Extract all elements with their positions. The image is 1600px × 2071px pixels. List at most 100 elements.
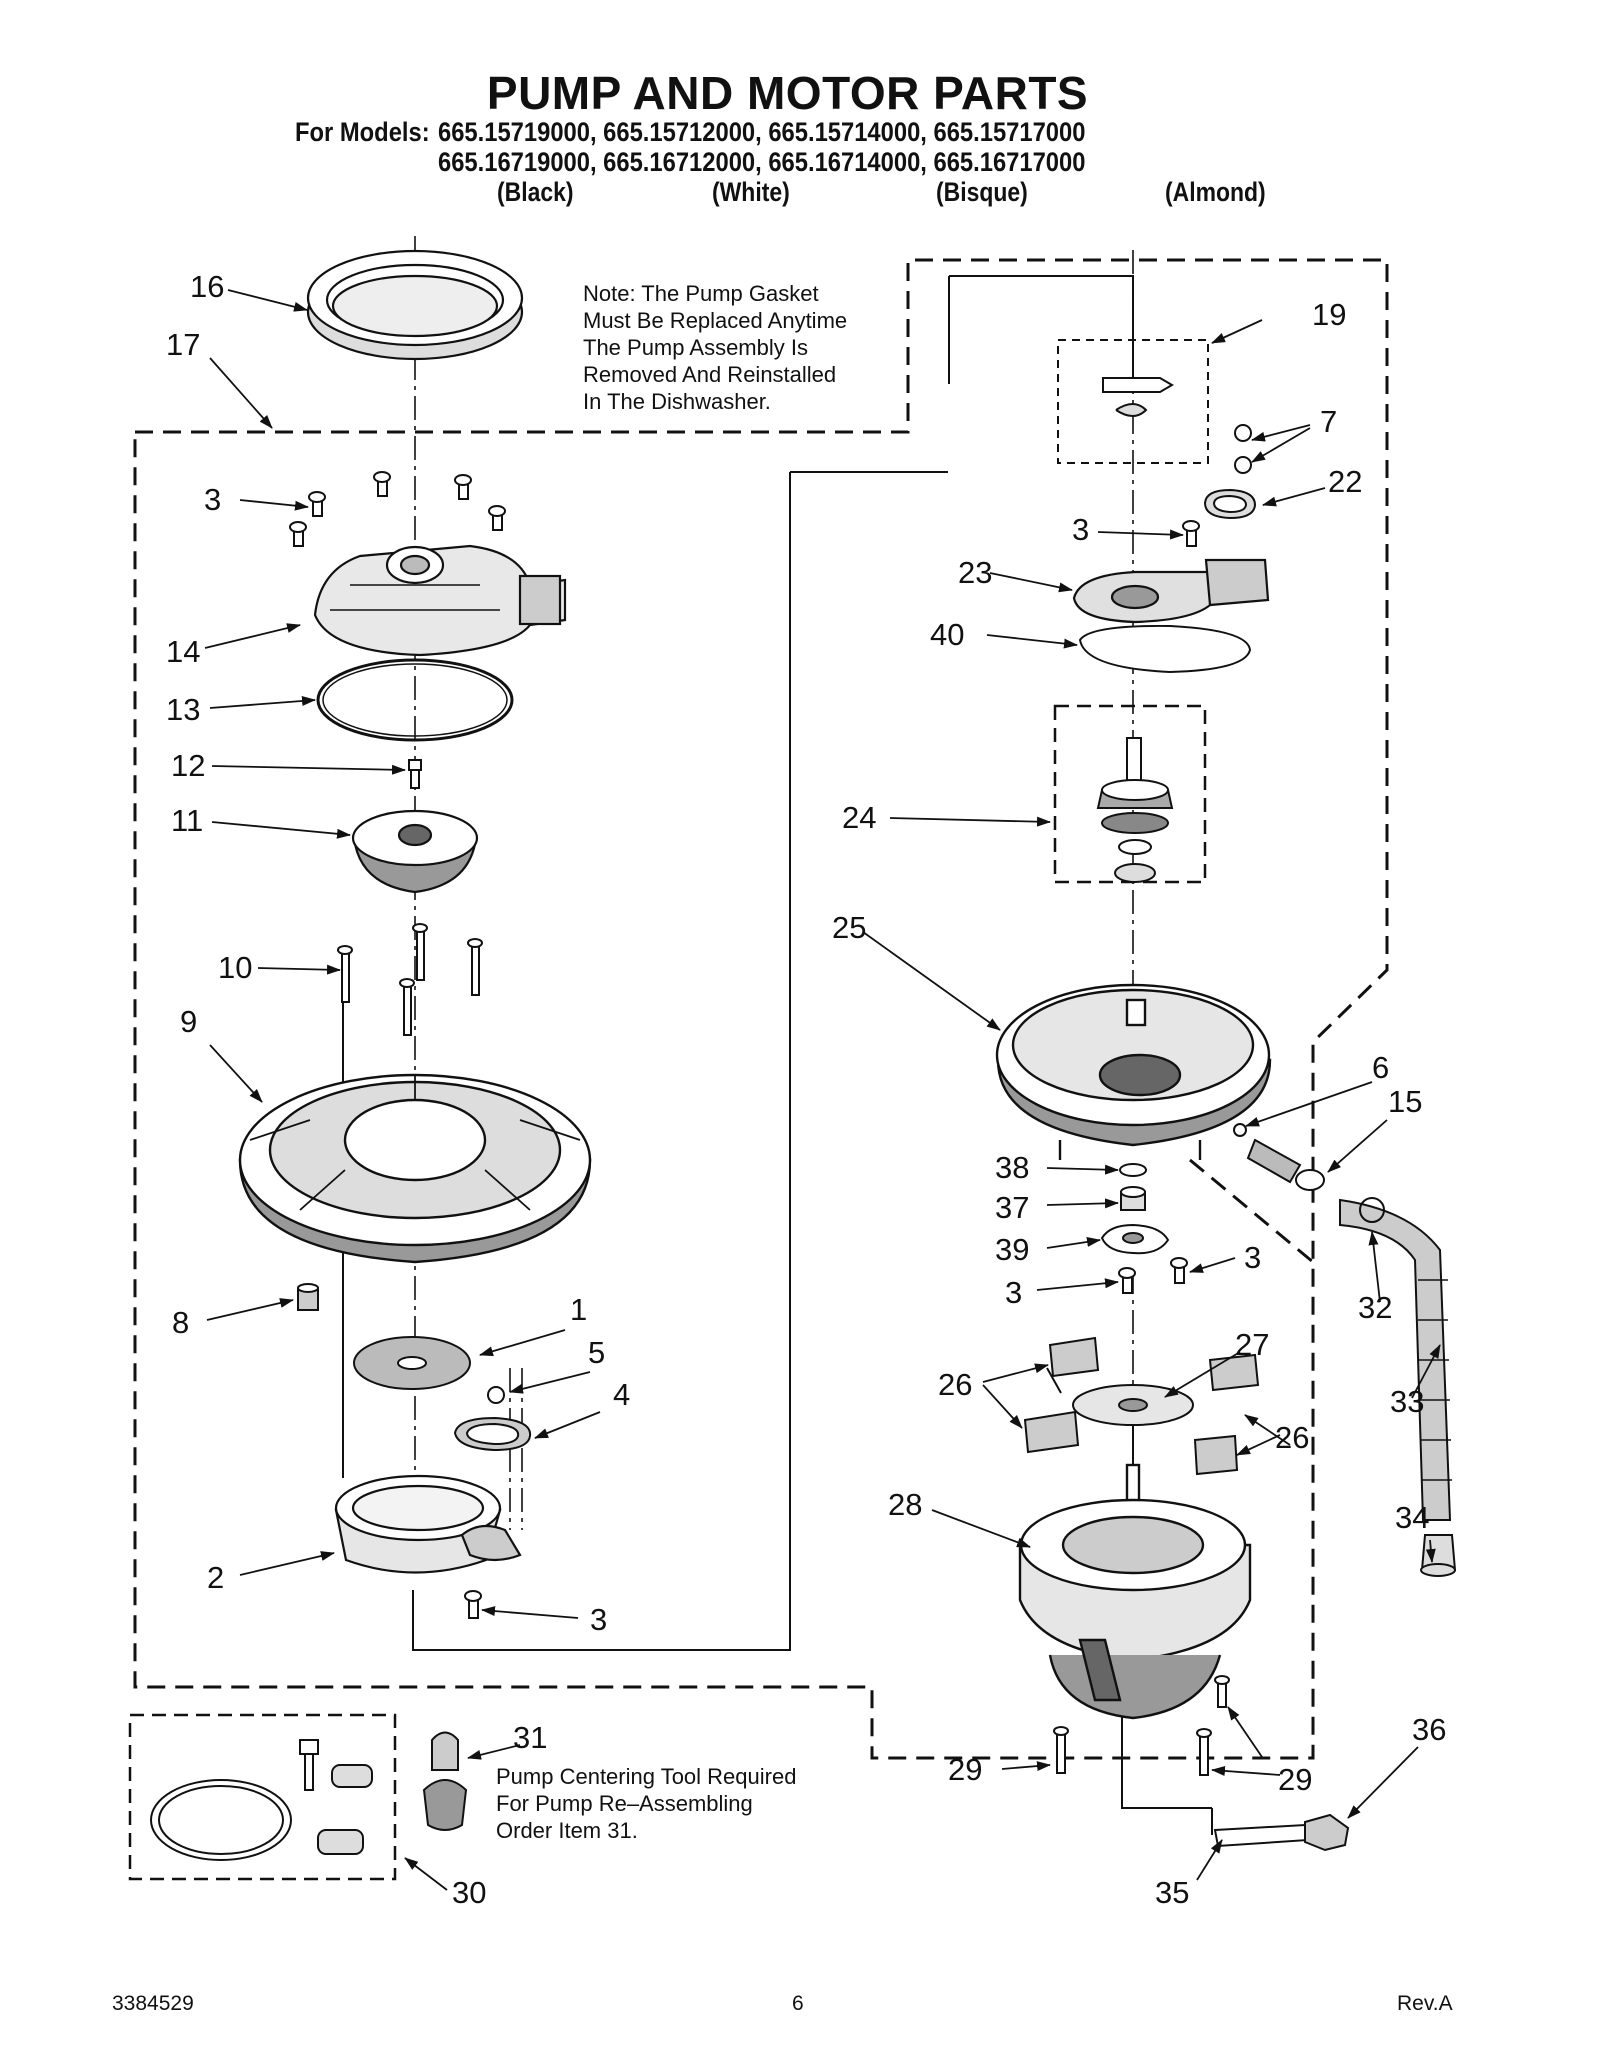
seal-assembly-24 xyxy=(1096,737,1174,883)
footer-doc-number: 3384529 xyxy=(112,1992,194,2015)
callout-9: 9 xyxy=(180,1004,197,1039)
gasket-note-line: The Pump Assembly Is xyxy=(583,335,808,360)
callout-27: 27 xyxy=(1235,1327,1269,1362)
clamp-32 xyxy=(1359,1197,1385,1223)
valve-15 xyxy=(1246,1138,1325,1191)
thermistor-35-36 xyxy=(1213,1813,1350,1852)
color-black: (Black) xyxy=(497,177,574,207)
seal-4 xyxy=(453,1416,532,1452)
kit-30 xyxy=(150,1739,373,1861)
callout-22: 22 xyxy=(1328,464,1362,499)
seal-37 xyxy=(1120,1186,1146,1211)
callout-26: 26 xyxy=(938,1367,972,1402)
o-ring-38 xyxy=(1119,1163,1147,1177)
center-axes xyxy=(414,236,1134,1530)
leader-arrows xyxy=(204,289,1441,1891)
gasket-40 xyxy=(1078,624,1252,674)
callout-32: 32 xyxy=(1358,1290,1392,1325)
callout-3: 3 xyxy=(1005,1275,1022,1310)
callout-1: 1 xyxy=(570,1292,587,1327)
color-white: (White) xyxy=(712,177,790,207)
screws-29 xyxy=(1053,1675,1230,1776)
ball-7b xyxy=(1234,456,1252,474)
callout-34: 34 xyxy=(1395,1500,1429,1535)
footer-revision: Rev.A xyxy=(1397,1992,1453,2015)
callout-31: 31 xyxy=(513,1720,547,1755)
mounts-26 xyxy=(1023,1336,1260,1476)
pump-housing-14 xyxy=(313,544,567,657)
models-prefix: For Models: xyxy=(295,117,430,147)
callout-35: 35 xyxy=(1155,1875,1189,1910)
callout-33: 33 xyxy=(1390,1384,1424,1419)
gasket-note-line: Note: The Pump Gasket xyxy=(583,281,819,306)
pump-gasket-16 xyxy=(306,249,524,361)
callout-3: 3 xyxy=(1072,512,1089,547)
color-bisque: (Bisque) xyxy=(936,177,1028,207)
gasket-note: Note: The Pump Gasket Must Be Replaced A… xyxy=(583,280,847,415)
callout-38: 38 xyxy=(995,1150,1029,1185)
callout-39: 39 xyxy=(995,1232,1029,1267)
callout-12: 12 xyxy=(171,748,205,783)
callout-11: 11 xyxy=(171,803,203,838)
callout-4: 4 xyxy=(613,1377,630,1412)
callout-19: 19 xyxy=(1312,297,1346,332)
models-line-1: 665.15719000, 665.15712000, 665.15714000… xyxy=(438,117,1086,147)
callout-10: 10 xyxy=(218,950,252,985)
o-ring-13 xyxy=(316,658,514,742)
footer-page-number: 6 xyxy=(792,1992,804,2015)
callout-36: 36 xyxy=(1412,1712,1446,1747)
callout-5: 5 xyxy=(588,1335,605,1370)
callout-30: 30 xyxy=(452,1875,486,1910)
callout-15: 15 xyxy=(1388,1084,1422,1119)
motor-28 xyxy=(1018,1463,1252,1720)
models-line-2: 665.16719000, 665.16712000, 665.16714000… xyxy=(438,147,1086,177)
callout-26: 26 xyxy=(1275,1420,1309,1455)
callout-3: 3 xyxy=(590,1602,607,1637)
tool-note-line: For Pump Re–Assembling xyxy=(496,1791,753,1816)
plate-39 xyxy=(1100,1223,1170,1255)
part-30-box xyxy=(128,1713,397,1881)
ball-7a xyxy=(1234,424,1252,442)
callout-2: 2 xyxy=(207,1560,224,1595)
callout-23: 23 xyxy=(958,555,992,590)
callout-3: 3 xyxy=(1244,1240,1261,1275)
lever-19 xyxy=(1102,377,1174,417)
callout-8: 8 xyxy=(172,1305,189,1340)
bushing-8 xyxy=(297,1283,319,1311)
centering-tool-31 xyxy=(422,1731,468,1831)
tool-note: Pump Centering Tool Required For Pump Re… xyxy=(496,1763,796,1844)
callout-17: 17 xyxy=(166,327,200,362)
screw-3-right xyxy=(1182,520,1200,547)
callout-40: 40 xyxy=(930,617,964,652)
callout-16: 16 xyxy=(190,269,224,304)
callout-25: 25 xyxy=(832,910,866,945)
page-title: PUMP AND MOTOR PARTS xyxy=(486,67,1089,119)
gasket-note-line: Must Be Replaced Anytime xyxy=(583,308,848,333)
tool-note-line: Pump Centering Tool Required xyxy=(496,1764,797,1789)
color-almond: (Almond) xyxy=(1165,177,1266,207)
tool-note-line: Order Item 31. xyxy=(496,1818,638,1843)
ball-5 xyxy=(487,1386,505,1404)
housing-23 xyxy=(1072,558,1270,624)
pump-ring-2 xyxy=(334,1474,522,1574)
callout-29: 29 xyxy=(1278,1762,1312,1797)
gasket-note-line: Removed And Reinstalled xyxy=(583,362,837,387)
callout-24: 24 xyxy=(842,800,876,835)
callout-7: 7 xyxy=(1320,404,1337,439)
disc-27 xyxy=(1072,1384,1194,1426)
filter-disc-1 xyxy=(353,1336,471,1390)
callout-37: 37 xyxy=(995,1190,1029,1225)
left-group-outline xyxy=(133,258,1389,1760)
pump-housing-25 xyxy=(995,983,1272,1160)
screws-10 xyxy=(337,923,483,1036)
cap-34 xyxy=(1420,1534,1457,1577)
callout-labels: 16 17 19 7 22 3 3 23 40 14 13 12 11 24 2… xyxy=(166,269,1446,1910)
screws-3-motor xyxy=(1118,1257,1188,1294)
callout-14: 14 xyxy=(166,634,200,669)
callout-29: 29 xyxy=(948,1752,982,1787)
ball-6 xyxy=(1233,1123,1247,1137)
impeller-11 xyxy=(351,809,479,894)
callout-13: 13 xyxy=(166,692,200,727)
callout-6: 6 xyxy=(1372,1050,1389,1085)
